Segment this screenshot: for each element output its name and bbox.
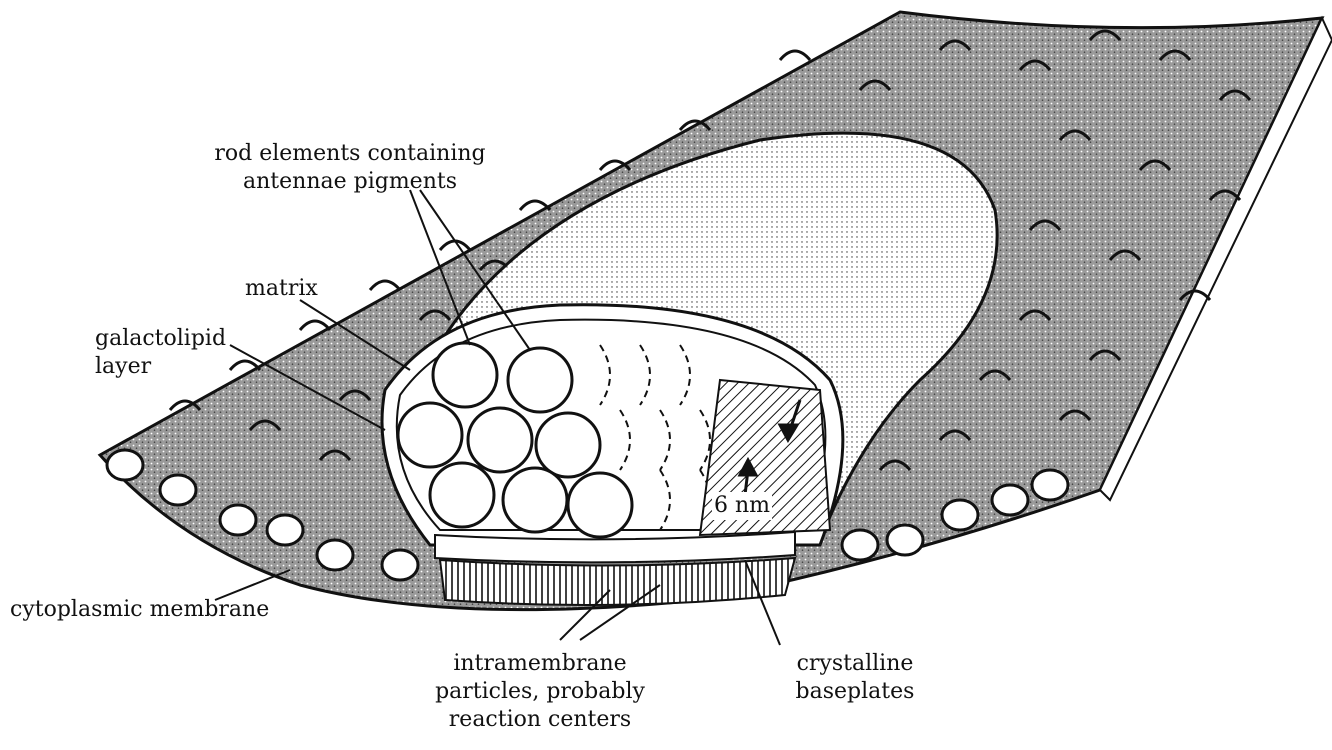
label-crystalline-line1: crystalline [755,650,955,678]
label-rod-line2: antennae pigments [170,168,530,196]
label-dimension: 6 nm [712,492,772,520]
label-intramembrane-line3: reaction centers [410,706,670,734]
label-cytoplasmic-membrane: cytoplasmic membrane [10,596,269,624]
label-intramembrane: intramembrane particles, probably reacti… [410,650,670,734]
label-crystalline: crystalline baseplates [755,650,955,706]
label-matrix-text: matrix [245,275,318,303]
label-dimension-text: 6 nm [714,492,770,520]
label-galactolipid-line2: layer [95,353,226,381]
label-matrix: matrix [245,275,318,303]
intramembrane-particles [440,558,795,605]
label-rod-elements: rod elements containing antennae pigment… [170,140,530,196]
label-crystalline-line2: baseplates [755,678,955,706]
label-intramembrane-line1: intramembrane [410,650,670,678]
label-galactolipid: galactolipid layer [95,325,226,381]
label-cytoplasmic-text: cytoplasmic membrane [10,596,269,624]
label-rod-line1: rod elements containing [170,140,530,168]
label-intramembrane-line2: particles, probably [410,678,670,706]
label-galactolipid-line1: galactolipid [95,325,226,353]
